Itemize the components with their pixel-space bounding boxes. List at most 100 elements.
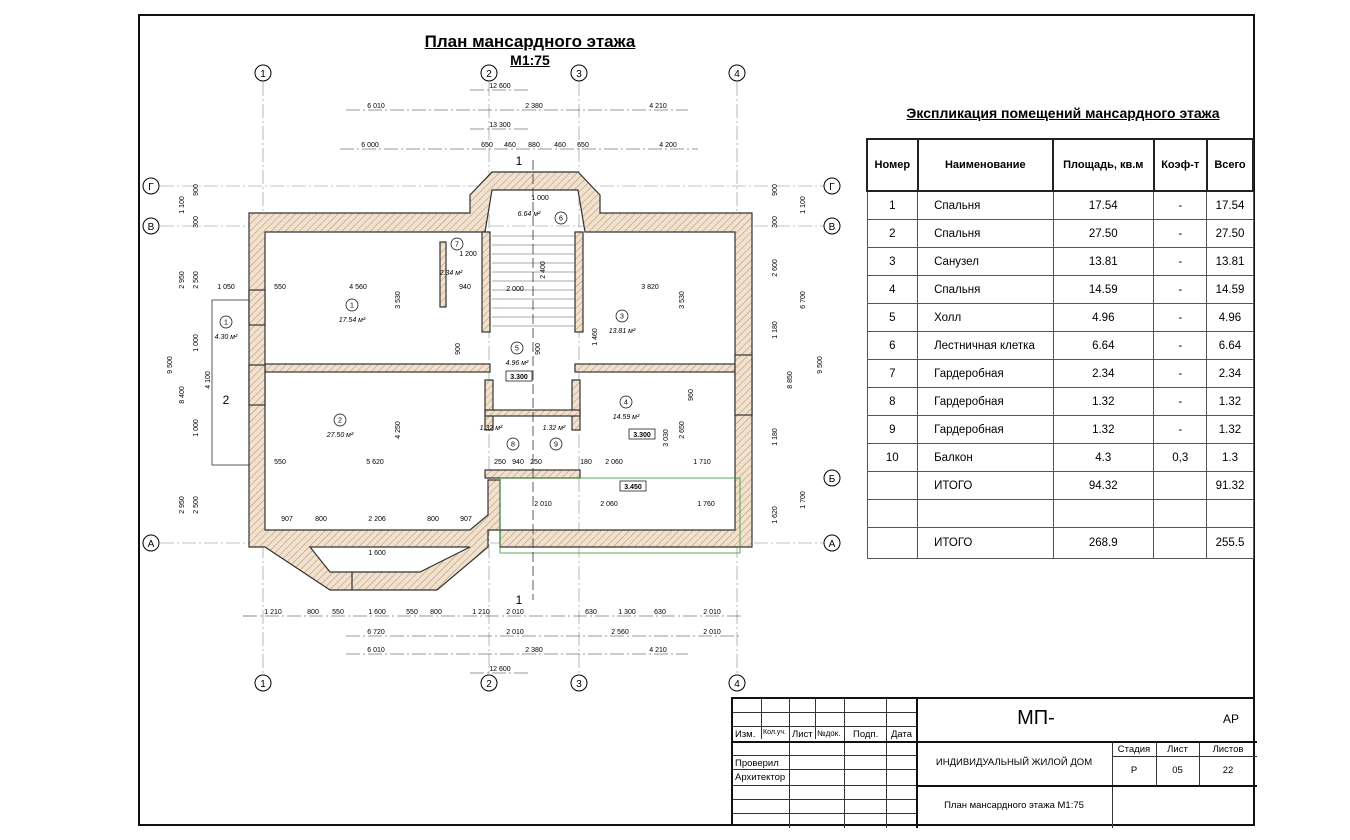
explication-cell: 1.32 <box>1052 415 1155 444</box>
dimension-label: 6 720 <box>367 629 385 636</box>
dimension-label: 800 <box>427 516 439 523</box>
room-number: 1 <box>350 303 354 310</box>
explication-cell <box>917 499 1054 528</box>
explication-cell: 3 <box>866 247 919 276</box>
dimension-label: 2 380 <box>525 103 543 110</box>
section-mark: 1 <box>516 593 523 607</box>
col-kol: Кол.уч. <box>763 729 786 736</box>
explication-cell: 255.5 <box>1206 527 1254 559</box>
level-box <box>628 428 656 440</box>
level-box <box>619 480 647 492</box>
dimension-label: 6 010 <box>367 103 385 110</box>
axis-label: А <box>148 539 155 550</box>
explication-cell: Холл <box>917 303 1054 332</box>
dimension-label: 300 <box>772 216 779 228</box>
dimension-label: 1 600 <box>368 550 386 557</box>
dimension-label: 2 380 <box>525 647 543 654</box>
room-marker <box>510 341 524 355</box>
explication-cell: 9 <box>866 415 919 444</box>
explication-cell: - <box>1153 219 1208 248</box>
dimension-label: 4 100 <box>205 371 212 389</box>
dimension-label: 12 600 <box>489 83 511 90</box>
explication-cell: - <box>1153 190 1208 220</box>
dimension-label: 2 010 <box>534 501 552 508</box>
drawing-title-text: План мансардного этажа <box>424 32 636 51</box>
sheet-label: Лист <box>1167 744 1188 755</box>
dimension-label: 2 000 <box>506 286 524 293</box>
dimension-label: 1 180 <box>772 321 779 339</box>
explication-header: Наименование <box>916 138 1055 192</box>
room-area: 14.59 м² <box>613 414 640 421</box>
axis-label: А <box>829 539 836 550</box>
dimension-label: 6 700 <box>800 291 807 309</box>
walls <box>248 171 753 591</box>
level-box <box>505 370 533 382</box>
dimension-label: 3 820 <box>641 284 659 291</box>
explication-cell <box>866 499 919 528</box>
explication-cell: 6 <box>866 331 919 360</box>
outer-wall <box>248 171 753 591</box>
dimension-label: 4 560 <box>349 284 367 291</box>
explication-cell: Спальня <box>917 219 1054 248</box>
dimension-label: 2 060 <box>605 459 623 466</box>
dimension-label: 300 <box>193 216 200 228</box>
axis-marker <box>728 674 746 692</box>
dimension-label: 1 600 <box>368 609 386 616</box>
dimension-label: 907 <box>460 516 472 523</box>
explication-cell: 27.50 <box>1052 219 1155 248</box>
axis-marker <box>142 177 160 195</box>
dimension-label: 460 <box>504 142 516 149</box>
dimension-label: 5 620 <box>366 459 384 466</box>
dimension-label: 907 <box>281 516 293 523</box>
explication-cell: 2.34 <box>1052 359 1155 388</box>
dimension-label: 800 <box>430 609 442 616</box>
axis-marker <box>480 674 498 692</box>
explication-cell <box>866 471 919 500</box>
dimension-label: 2 010 <box>703 609 721 616</box>
dimension-label: 960 <box>688 389 695 401</box>
section-code: АР <box>1223 712 1240 726</box>
interior-wall <box>481 231 491 333</box>
explication-cell: 14.59 <box>1206 275 1254 304</box>
explication-cell: - <box>1153 359 1208 388</box>
axis-label: 2 <box>486 69 492 80</box>
col-list: Лист <box>792 729 813 740</box>
axis-label: В <box>829 222 836 233</box>
stairs <box>492 160 575 600</box>
explication-cell: Балкон <box>917 443 1054 472</box>
axis-label: Б <box>829 474 836 485</box>
axis-label: 1 <box>260 679 266 690</box>
interior-wall <box>484 409 581 417</box>
dimension-label: 1 300 <box>618 609 636 616</box>
dimension-label: 650 <box>481 142 493 149</box>
explication-cell: 17.54 <box>1052 190 1155 220</box>
stage-value: Р <box>1130 765 1138 776</box>
room-marker <box>615 309 629 323</box>
dimension-label: 3 530 <box>679 291 686 309</box>
explication-cell: Лестничная клетка <box>917 331 1054 360</box>
explication-cell: Гардеробная <box>917 415 1054 444</box>
explication-cell: ИТОГО <box>917 471 1054 500</box>
dimension-label: 2 500 <box>193 496 200 514</box>
explication-header: Коэф-т <box>1152 138 1208 192</box>
axis-marker <box>823 534 841 552</box>
dimension-label: 180 <box>580 459 592 466</box>
room-area: 27.50 м² <box>326 432 354 439</box>
dimension-label: 2 500 <box>193 271 200 289</box>
dimension-label: 630 <box>654 609 666 616</box>
explication-cell: Санузел <box>917 247 1054 276</box>
room-area: 1.32 м² <box>480 425 503 432</box>
interior-wall <box>439 241 447 308</box>
dimension-label: 12 600 <box>489 666 511 673</box>
col-izm: Изм. <box>735 729 756 740</box>
dimension-label: 800 <box>307 609 319 616</box>
explication-cell: 7 <box>866 359 919 388</box>
dimension-label: 550 <box>274 284 286 291</box>
interior-wall <box>734 354 753 416</box>
axis-label: 1 <box>260 69 266 80</box>
explication-cell <box>1153 527 1208 559</box>
dimension-label: 900 <box>193 184 200 196</box>
explication-cell: 1 <box>866 190 919 220</box>
sheets-value: 22 <box>1222 765 1234 776</box>
